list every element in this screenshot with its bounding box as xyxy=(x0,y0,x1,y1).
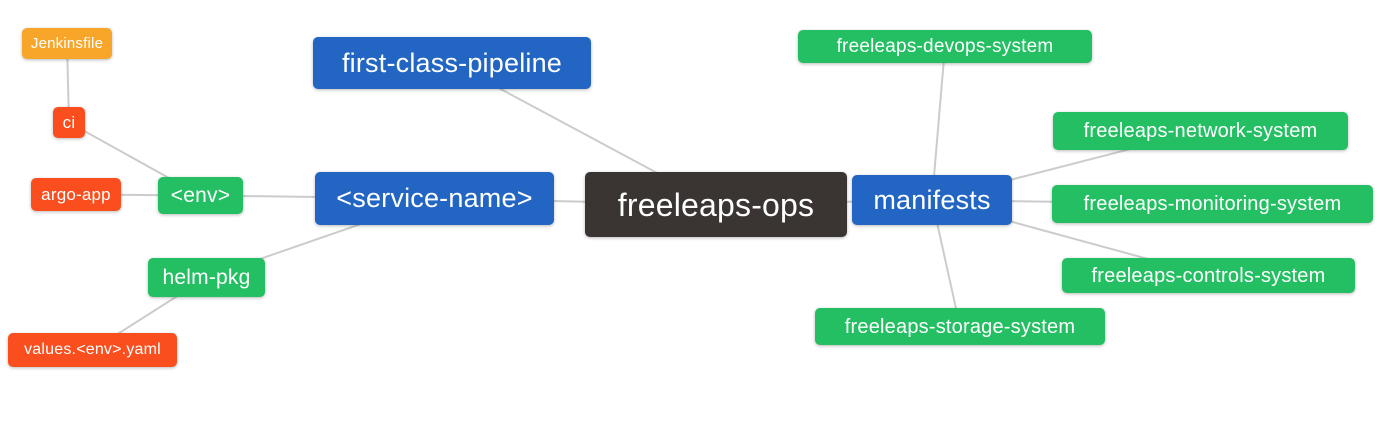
node-values-env-yaml[interactable]: values.<env>.yaml xyxy=(8,333,177,367)
node-freeleaps-network-system[interactable]: freeleaps-network-system xyxy=(1053,112,1348,150)
node-freeleaps-controls-system[interactable]: freeleaps-controls-system xyxy=(1062,258,1355,293)
node-jenkinsfile[interactable]: Jenkinsfile xyxy=(22,28,112,59)
edge-manifests-freeleaps-devops-system xyxy=(931,46,946,201)
node-ci[interactable]: ci xyxy=(53,107,85,138)
node-helm-pkg[interactable]: helm-pkg xyxy=(148,258,265,297)
node-argo-app[interactable]: argo-app xyxy=(31,178,121,211)
node-env[interactable]: <env> xyxy=(158,177,243,214)
node-manifests[interactable]: manifests xyxy=(852,175,1012,225)
node-freeleaps-monitoring-system[interactable]: freeleaps-monitoring-system xyxy=(1052,185,1373,223)
node-service-name[interactable]: <service-name> xyxy=(315,172,554,225)
node-freeleaps-devops-system[interactable]: freeleaps-devops-system xyxy=(798,30,1092,63)
node-first-class-pipeline[interactable]: first-class-pipeline xyxy=(313,37,591,89)
node-freeleaps-ops[interactable]: freeleaps-ops xyxy=(585,172,847,237)
node-freeleaps-storage-system[interactable]: freeleaps-storage-system xyxy=(815,308,1105,345)
